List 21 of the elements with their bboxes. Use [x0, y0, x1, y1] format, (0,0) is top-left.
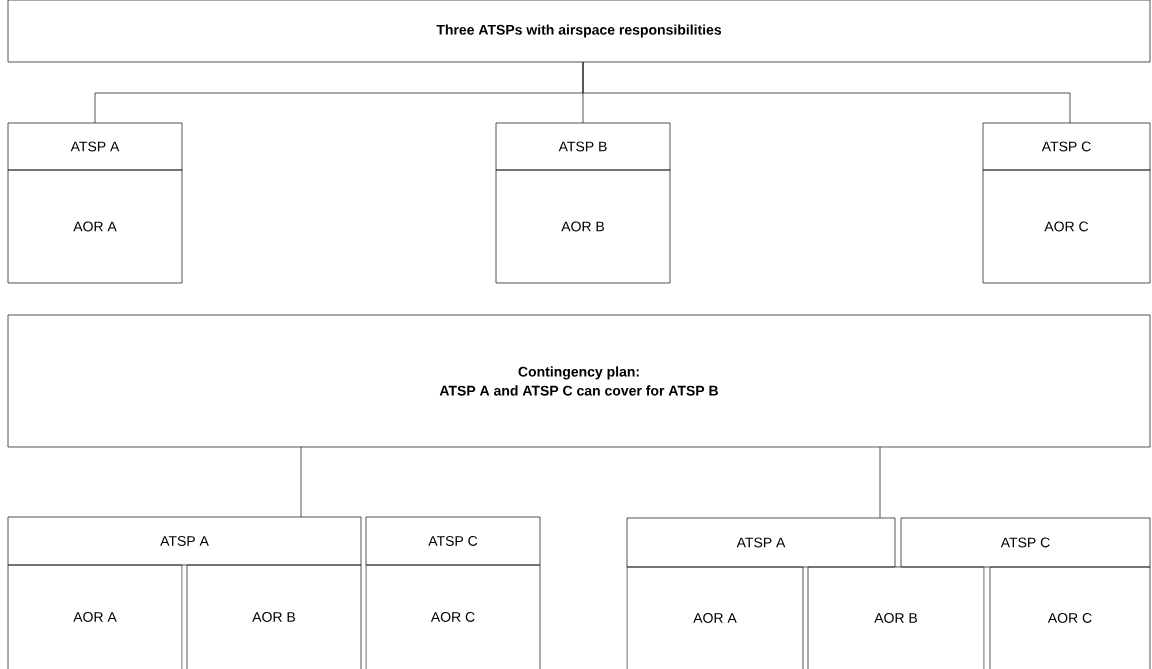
area-box: AOR C: [989, 566, 1151, 669]
area-box: AOR A: [626, 566, 804, 669]
connector-line: [582, 61, 1071, 124]
title-box: Contingency plan: ATSP A and ATSP C can cover for ATSP B: [7, 314, 1151, 448]
title-box: Three ATSPs with airspace responsibilities: [7, 0, 1151, 63]
area-box: AOR B: [495, 169, 671, 284]
header-box: ATSP A: [7, 516, 362, 566]
header-box: ATSP A: [7, 122, 183, 171]
area-box: AOR C: [365, 564, 541, 669]
header-box: ATSP C: [365, 516, 541, 566]
header-box: ATSP C: [982, 122, 1151, 171]
header-box: ATSP C: [900, 517, 1151, 568]
area-box: AOR C: [982, 169, 1151, 284]
area-box: AOR B: [186, 564, 362, 669]
area-box: AOR A: [7, 564, 183, 669]
header-box: ATSP A: [626, 517, 896, 568]
connector-line: [300, 446, 302, 518]
connector-line: [879, 446, 881, 519]
header-box: ATSP B: [495, 122, 671, 171]
area-box: AOR A: [7, 169, 183, 284]
area-box: AOR B: [807, 566, 985, 669]
